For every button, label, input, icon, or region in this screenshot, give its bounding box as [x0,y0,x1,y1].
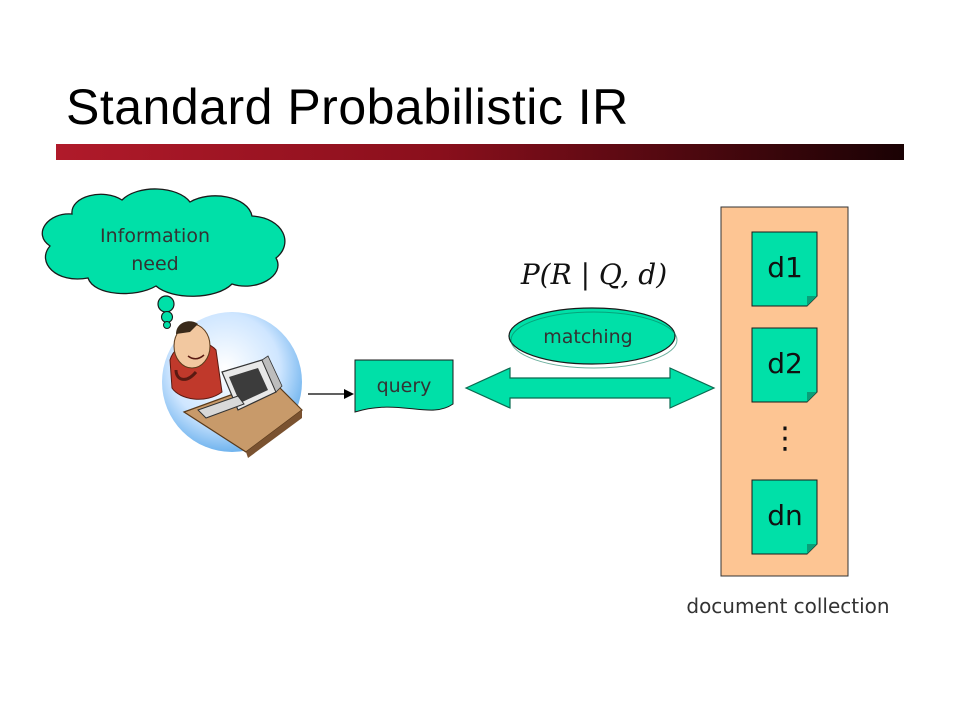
user-at-computer-icon [162,312,303,458]
thought-bubble-small [163,321,171,329]
desk-edge [246,410,302,458]
doc-label-d1: d1 [767,251,803,284]
thought-bubble-medium [160,310,174,324]
probability-formula: P(R | Q, d) [520,258,667,291]
doc-card-d2: d2 [751,327,818,403]
monitor-side [261,355,283,393]
matching-label: matching [543,326,632,348]
doc-label-d2: d2 [767,347,803,380]
slide-title: Standard Probabilistic IR [66,79,629,135]
monitor-screen [229,368,268,403]
person-hair [176,321,198,334]
query-document: query [354,359,454,413]
thought-cloud: Information need [41,188,286,329]
doc-ellipsis: ⋮ [770,421,800,456]
keyboard [197,395,245,419]
doc-card-d1: d1 [751,231,818,307]
thought-bubble-large [157,295,175,313]
cloud-shape [41,188,286,297]
person-arm [174,369,198,381]
person-smile [187,354,205,360]
doc-card-dn: dn [751,479,818,555]
user-to-query-arrow [308,389,354,399]
document-collection-label: document collection [686,594,889,618]
matching-ellipse: matching [508,307,678,369]
document-collection: d1 d2 ⋮ dn [720,206,849,577]
information-need-line1: Information [100,225,210,247]
title-underline-bar [56,144,904,160]
information-need-line2: need [131,253,178,275]
double-headed-arrow [464,367,716,409]
query-shape [354,359,454,413]
query-label: query [377,375,432,397]
doc-label-dn: dn [767,499,803,532]
